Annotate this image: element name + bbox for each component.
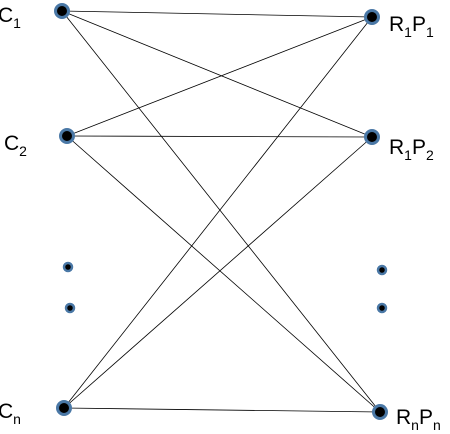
node-r1p2 (364, 129, 380, 145)
ellipsis-dots (62, 261, 388, 314)
ellipsis-dot-1 (62, 261, 74, 273)
label-rnpn: RnPn (396, 406, 441, 433)
edge-c2-r1p2 (66, 135, 373, 138)
edge-c2-r1p1 (66, 16, 373, 137)
label-r1p1: R1P1 (389, 13, 434, 40)
nodes-layer (54, 3, 388, 420)
ellipsis-dot-2 (64, 302, 76, 314)
label-cn: Cn (0, 400, 21, 427)
edge-c1-r1p2 (61, 10, 373, 138)
node-r1p1 (364, 9, 380, 25)
node-c2 (59, 128, 75, 144)
label-c1: C1 (0, 4, 21, 31)
edge-cn-r1p2 (63, 136, 373, 409)
edge-cn-rnpn (63, 407, 381, 413)
edge-c1-rnpn (61, 10, 381, 413)
node-c1 (54, 3, 70, 19)
ellipsis-dot-3 (376, 264, 388, 276)
label-r1p2: R1P2 (389, 136, 434, 163)
edge-c2-rnpn (66, 135, 381, 413)
edge-cn-r1p1 (63, 16, 373, 409)
node-cn (56, 400, 72, 416)
ellipsis-dot-4 (376, 302, 388, 314)
node-rnpn (372, 404, 388, 420)
edge-c1-r1p1 (61, 10, 373, 18)
edges-layer (61, 10, 381, 413)
label-c2: C2 (4, 132, 27, 159)
